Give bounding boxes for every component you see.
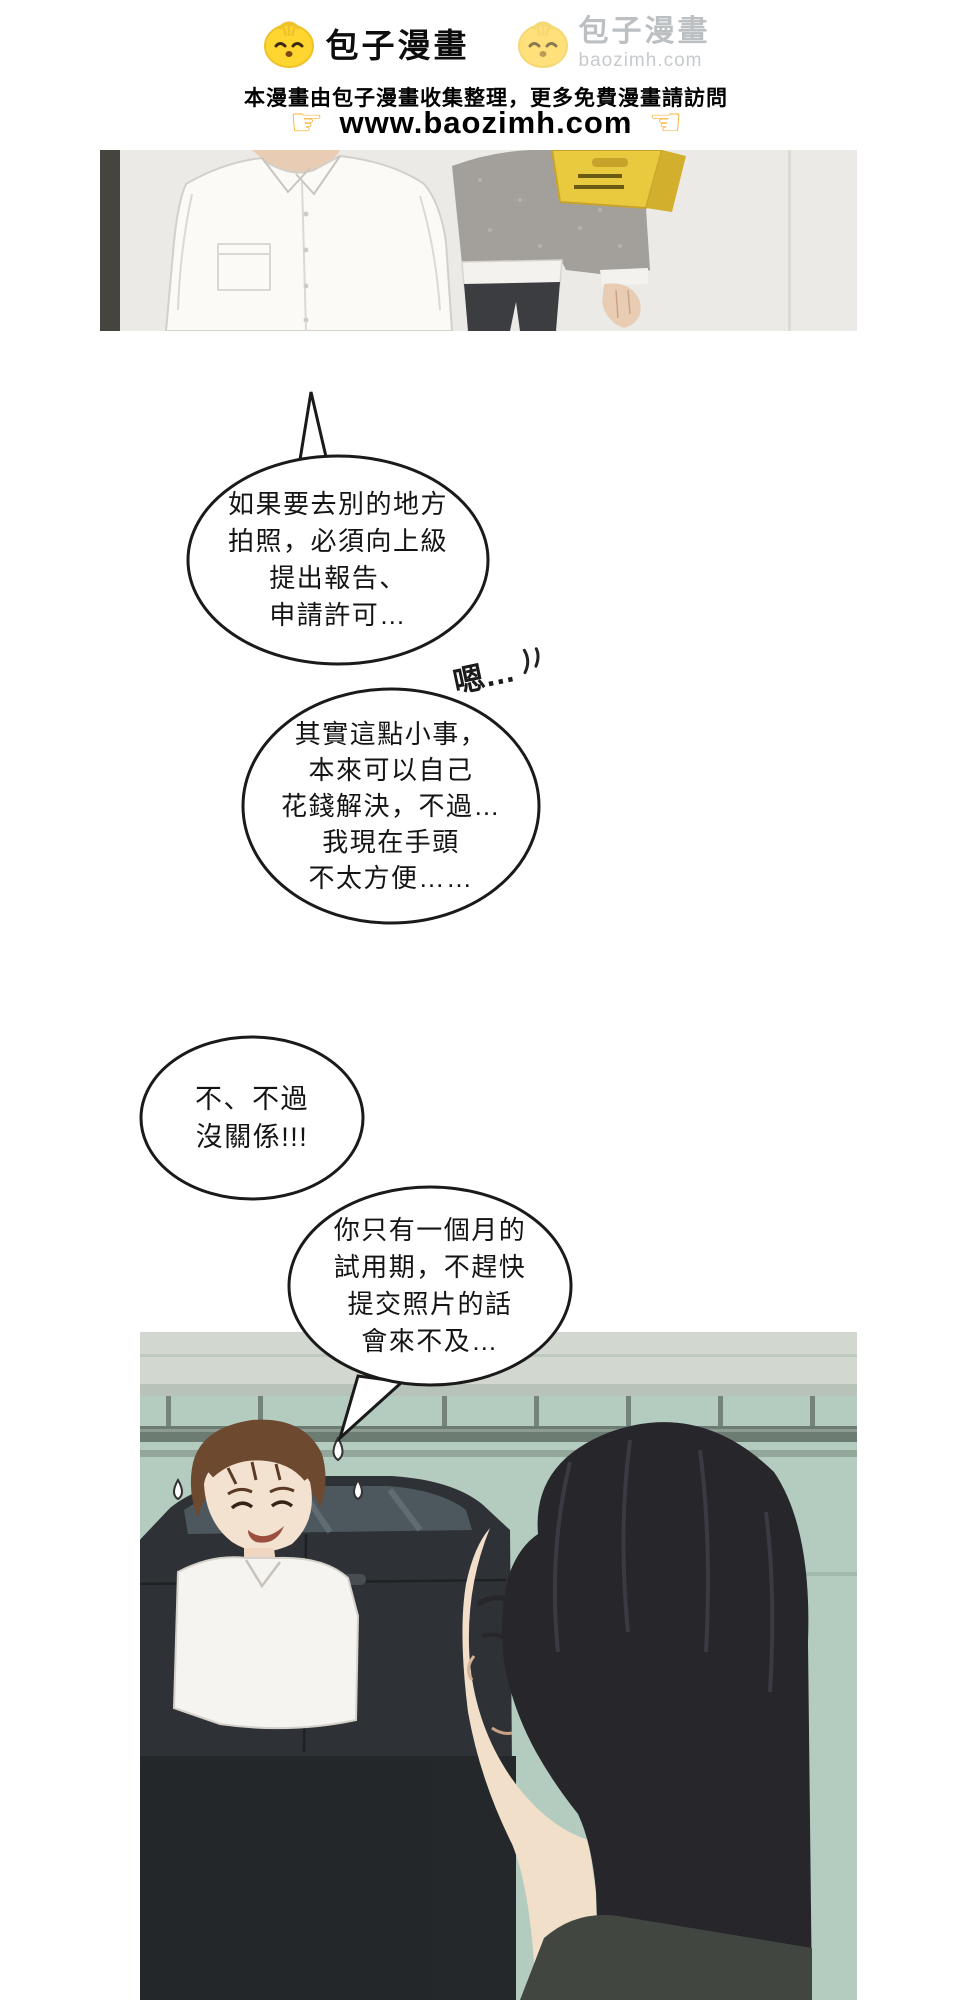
sweat-drops [173,1435,363,1501]
bubble-text-line: 會來不及… [361,1326,499,1356]
site-logo[interactable]: 包子漫畫 [262,16,470,70]
comic-panel-top [100,150,857,331]
bubble-text-line: 提交照片的話 [347,1289,513,1319]
bubble-text-line: 沒關係!!! [195,1122,309,1152]
collection-notice: 本漫畫由包子漫畫收集整理，更多免費漫畫請訪問 [244,87,728,110]
door-edge [100,150,120,331]
person-left-white-shirt [164,150,454,331]
comic-panel-bottom [140,1332,857,2000]
bubble-text-line: 不太方便…… [308,863,474,893]
speech-bubble-1: 如果要去別的地方 拍照，必須向上級 提出報告、 申請許可… [182,388,494,670]
point-left-icon: ☜ [648,102,683,144]
watermark-logo: 包子漫畫 baozimh.com [516,16,711,70]
baozi-watermark-icon [517,21,568,68]
point-right-icon: ☞ [289,102,324,144]
car-door [140,1762,434,2000]
watermark-domain: baozimh.com [578,49,703,71]
bubble-text-line: 花錢解決，不過… [280,791,501,821]
bubble-text-line: 本來可以自己 [308,755,474,785]
panel-bottom-scene [140,1332,857,2000]
character-left-smiling-man [172,1419,363,1730]
panel-top-scene [100,150,857,331]
baozi-logo-icon [263,21,314,68]
speech-bubble-2: 其實這點小事， 本來可以自己 花錢解決，不過… 我現在手頭 不太方便…… [240,686,542,926]
site-header: 包子漫畫 包子漫畫 baozimh.com [0,16,972,70]
character-right-dark-hair-man [462,1422,812,2000]
bubble-text-line: 我現在手頭 [322,827,460,857]
interjection: 嗯… [448,639,549,703]
bubble-text-line: 試用期，不趕快 [333,1252,527,1282]
watermark-title: 包子漫畫 [578,15,711,48]
emphasis-marks-icon [522,647,540,675]
bubble-text-line: 其實這點小事， [294,719,488,749]
caution-sign [550,150,686,212]
site-url-row: ☞ www.baozimh.com ☜ [0,104,972,142]
bubble-text-line: 你只有一個月的 [333,1215,527,1245]
bubble-text-line: 如果要去別的地方 [227,489,448,519]
bubble-text-line: 提出報告、 [269,563,407,593]
bubble-text-line: 申請許可… [269,600,407,630]
jacket-shoulder [520,1914,812,2000]
bubble-tail [337,1374,406,1442]
site-title: 包子漫畫 [325,27,470,64]
speech-bubble-4: 你只有一個月的 試用期，不趕快 提交照片的話 會來不及… [284,1184,576,1442]
bubble-text-line: 拍照，必須向上級 [227,526,448,556]
speech-bubble-3: 不、不過 沒關係!!! [138,1034,366,1202]
site-url-link[interactable]: www.baozimh.com [339,105,633,140]
bubble-text-line: 不、不過 [195,1084,309,1114]
